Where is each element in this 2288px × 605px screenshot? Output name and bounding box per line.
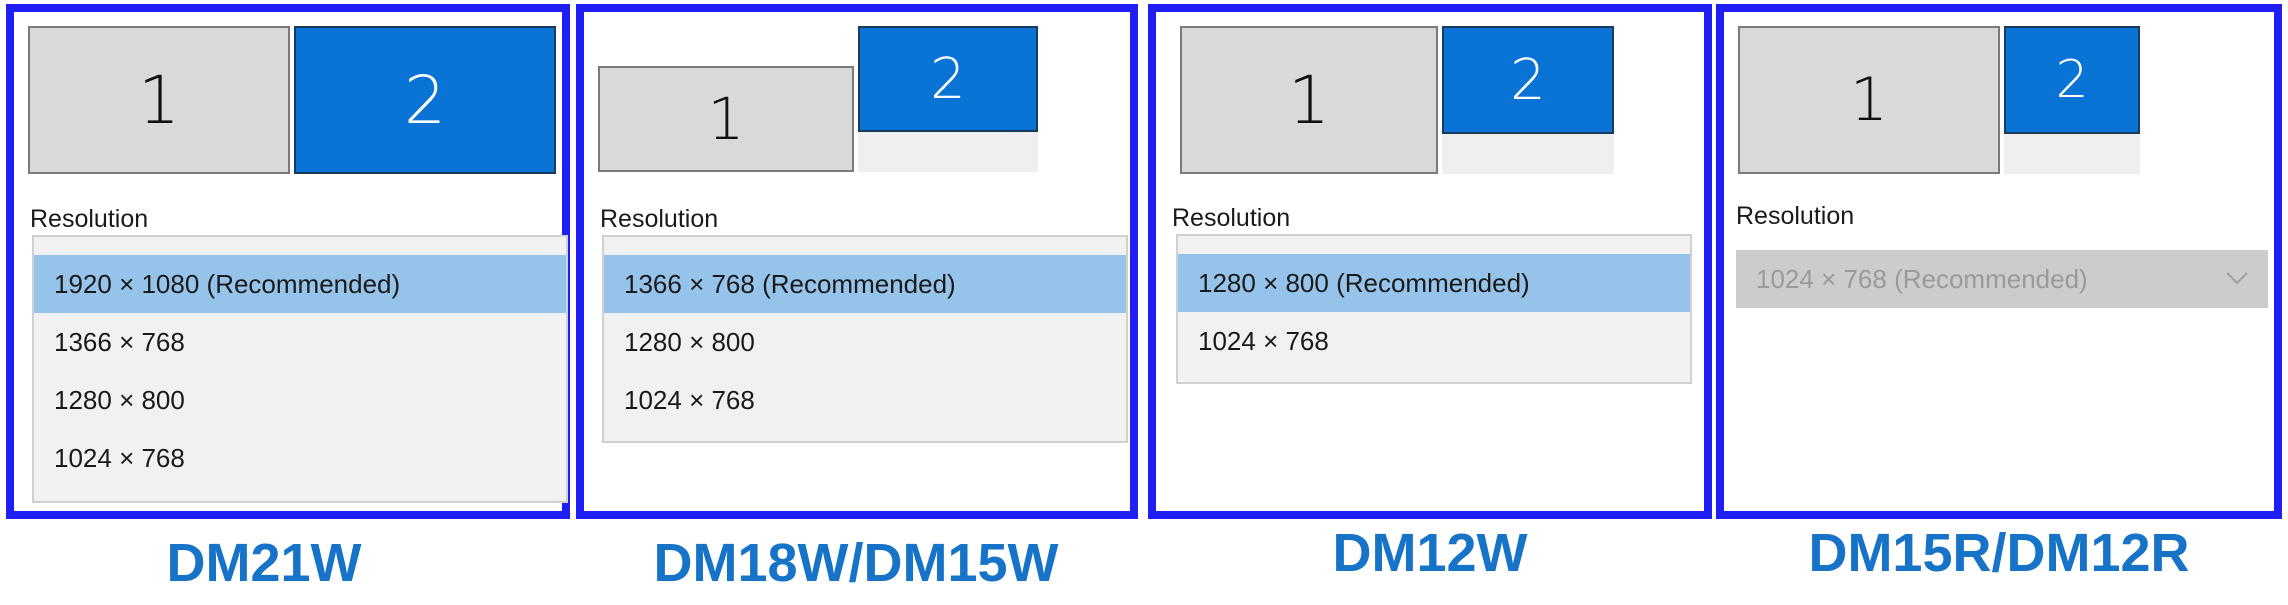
chevron-down-icon xyxy=(2226,272,2248,285)
resolution-select-value: 1024 × 768 (Recommended) xyxy=(1756,263,2088,294)
resolution-option[interactable]: 1280 × 800 xyxy=(54,384,185,415)
monitor-2-label: 2 xyxy=(2055,50,2089,110)
display-panel-dm18w-dm15w: 1 2 Resolution 1366 × 768 (Recommended) … xyxy=(576,4,1138,519)
display-panel-dm15r-dm12r: 1 2 Resolution 1024 × 768 (Recommended) xyxy=(1716,4,2282,519)
display-panel-dm12w: 1 2 Resolution 1280 × 800 (Recommended) … xyxy=(1148,4,1712,519)
resolution-option[interactable]: 1366 × 768 (Recommended) xyxy=(604,255,1126,313)
monitor-2-label: 2 xyxy=(404,61,446,139)
resolution-option[interactable]: 1280 × 800 xyxy=(624,326,755,357)
resolution-option[interactable]: 1024 × 768 xyxy=(624,384,755,415)
monitor-1-label: 1 xyxy=(1849,65,1889,135)
model-caption: DM12W xyxy=(1332,523,1528,583)
model-caption: DM15R/DM12R xyxy=(1808,523,2190,583)
monitor-1-tile[interactable]: 1 xyxy=(598,66,854,172)
resolution-option[interactable]: 1366 × 768 xyxy=(54,326,185,357)
monitor-gap-area xyxy=(2004,134,2140,174)
monitor-1-tile[interactable]: 1 xyxy=(1738,26,2000,174)
resolution-dropdown-list: 1280 × 800 (Recommended) 1024 × 768 xyxy=(1176,234,1692,384)
monitor-2-label: 2 xyxy=(1510,47,1546,113)
monitor-1-label: 1 xyxy=(138,61,180,139)
monitor-2-tile[interactable]: 2 xyxy=(1442,26,1614,134)
monitor-2-tile[interactable]: 2 xyxy=(2004,26,2140,134)
resolution-label: Resolution xyxy=(30,205,149,233)
monitor-1-tile[interactable]: 1 xyxy=(1180,26,1438,174)
resolution-option[interactable]: 1280 × 800 (Recommended) xyxy=(1178,254,1690,312)
resolution-dropdown-list: 1366 × 768 (Recommended) 1280 × 800 1024… xyxy=(602,235,1128,443)
monitor-gap-area xyxy=(1442,134,1614,174)
monitor-2-tile[interactable]: 2 xyxy=(858,26,1038,132)
resolution-label: Resolution xyxy=(1172,204,1291,232)
resolution-label: Resolution xyxy=(600,205,719,233)
resolution-option[interactable]: 1024 × 768 xyxy=(1198,325,1329,356)
resolution-option[interactable]: 1024 × 768 xyxy=(54,442,185,473)
resolution-label: Resolution xyxy=(1736,202,1855,230)
monitor-gap-area xyxy=(858,132,1038,172)
monitor-2-tile[interactable]: 2 xyxy=(294,26,556,174)
resolution-option[interactable]: 1920 × 1080 (Recommended) xyxy=(34,255,566,313)
model-caption: DM18W/DM15W xyxy=(653,533,1059,593)
monitor-2-label: 2 xyxy=(930,46,966,112)
resolution-dropdown-list: 1920 × 1080 (Recommended) 1366 × 768 128… xyxy=(32,235,568,503)
monitor-1-label: 1 xyxy=(1288,61,1330,139)
resolution-select-disabled[interactable]: 1024 × 768 (Recommended) xyxy=(1736,250,2268,308)
model-caption: DM21W xyxy=(166,533,362,593)
monitor-1-label: 1 xyxy=(707,85,745,153)
display-panel-dm21w: 1 2 Resolution 1920 × 1080 (Recommended)… xyxy=(6,4,570,519)
monitor-1-tile[interactable]: 1 xyxy=(28,26,290,174)
